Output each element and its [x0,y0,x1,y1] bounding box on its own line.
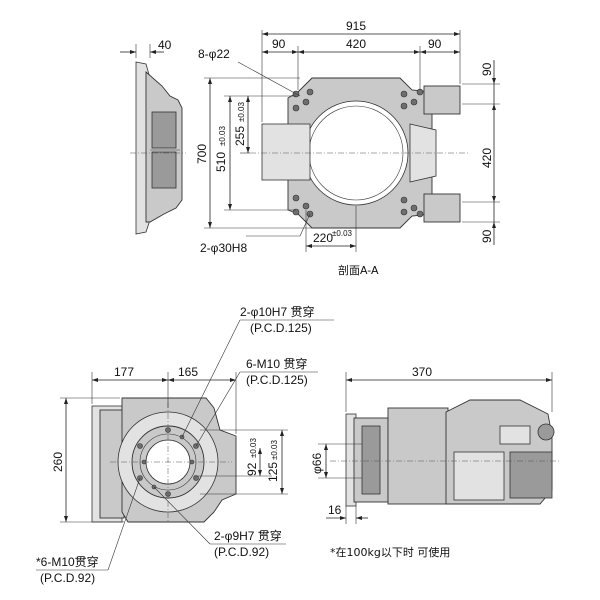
side-view-top-left: 40 [120,38,186,235]
dim-phi66: φ66 [310,453,324,474]
section-view: 915 90 420 90 8-φ22 90 420 90 700 [195,19,500,277]
dim-125: 125 [266,462,280,482]
footnote: *在100kg以下时 可使用 [330,546,450,559]
dim-420-right: 420 [480,148,494,168]
dim-510: 510 [214,152,228,172]
dim-220: 220 [313,231,333,245]
pins-2-phi30h8: 2-φ30H8 [200,241,247,255]
dim-92: 92 [245,462,259,476]
tap-6-m10: 6-M10 贯穿 [246,356,307,371]
dim-165: 165 [178,365,198,379]
dim-177: 177 [114,365,134,379]
tap-6-m10-optional-pcd: (P.C.D.92) [40,571,95,585]
tap-6-m10-optional: *6-M10贯穿 [36,554,99,569]
tap-6-m10-pcd: (P.C.D.125) [246,373,308,387]
tol-92: ±0.03 [249,437,258,458]
dim-700: 700 [195,144,209,164]
dim-255: 255 [233,126,247,146]
pin-2-phi9h7: 2-φ9H7 贯穿 [214,528,282,543]
tol-125: ±0.03 [270,439,279,460]
pin-2-phi10h7: 2-φ10H7 贯穿 [240,304,314,319]
pin-2-phi10h7-pcd: (P.C.D.125) [250,321,312,335]
dim-370: 370 [412,365,432,379]
pin-2-phi9h7-pcd: (P.C.D.92) [214,545,269,559]
section-label: 剖面A-A [338,263,379,277]
tol-510: ±0.03 [218,125,227,146]
tol-255: ±0.03 [237,101,246,122]
dim-420-top: 420 [346,37,366,51]
bolt-holes [292,88,424,218]
dim-90-left: 90 [272,37,286,51]
dim-260: 260 [51,452,65,472]
dim-40: 40 [158,38,172,52]
dim-915: 915 [346,19,366,33]
dim-90-right: 90 [428,37,442,51]
tol-220: ±0.03 [332,229,353,238]
bottom-left-view: 177 165 260 92 ±0.03 125 ±0.03 2-φ10H7 贯… [36,304,334,585]
dim-90-bottom-right: 90 [480,229,494,243]
flange-bolts [137,427,199,497]
dim-16: 16 [328,503,342,517]
bottom-right-view: 370 φ66 16 *在100kg以下时 可使用 [310,365,560,559]
holes-8-phi22: 8-φ22 [198,47,230,61]
dim-90-top-right: 90 [480,62,494,76]
